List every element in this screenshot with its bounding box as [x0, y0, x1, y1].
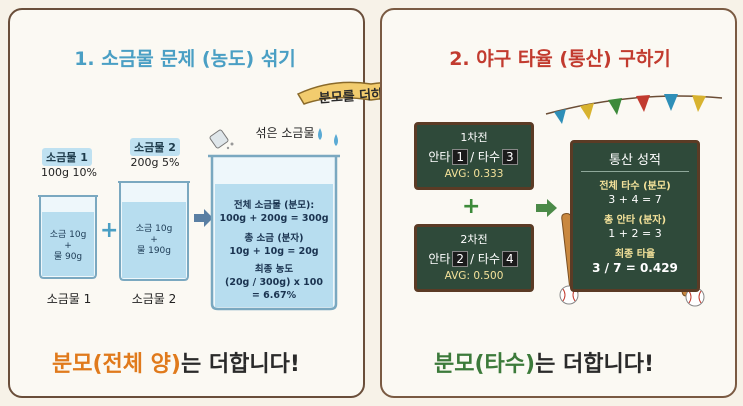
total-line-2: 3 + 4 = 7 [608, 193, 662, 206]
mixed-line-2: 100g + 200g = 300g [219, 213, 329, 224]
saltwater2-inside-2: + [150, 235, 158, 245]
game1-avg: AVG: 0.333 [444, 168, 504, 180]
game1-sep: / 타수 [470, 150, 501, 164]
arrow-right-icon [194, 209, 213, 227]
game1-hits: 1 [452, 149, 469, 165]
saltwater2-spec: 200g 5% [130, 156, 180, 169]
beaker-1 [38, 195, 98, 279]
total-title: 통산 성적 [581, 149, 689, 172]
mixed-line-4: 10g + 10g = 20g [229, 246, 319, 257]
mixed-line-6: (20g / 300g) x 100 [225, 277, 323, 288]
saltwater1-label: 소금물 1 [46, 292, 92, 306]
water-drops-icon [318, 128, 338, 146]
total-line-5: 최종 타율 [614, 249, 656, 260]
right-bottom-emphasis: 분모(타수) [434, 352, 536, 377]
mixed-label: 섞은 소금물 [255, 126, 315, 140]
saltwater1-inside-1: 소금 10g [49, 230, 87, 240]
total-board: 통산 성적 전체 타수 (분모) 3 + 4 = 7 총 안타 (분자) 1 +… [570, 140, 700, 292]
beaker-2 [118, 181, 190, 281]
saltwater1-spec: 100g 10% [41, 166, 97, 179]
mixed-line-7: = 6.67% [251, 290, 297, 301]
game2-hits-label: 안타 [428, 252, 451, 266]
mixed-line-1: 전체 소금물 (분모): [233, 200, 315, 211]
total-line-4: 1 + 2 = 3 [608, 227, 662, 240]
total-line-6: 3 / 7 = 0.429 [592, 261, 678, 275]
total-line-1: 전체 타수 (분모) [599, 181, 671, 192]
game2-hits: 2 [452, 251, 469, 267]
game1-hits-label: 안타 [428, 150, 451, 164]
plus-sign-right: + [462, 194, 481, 219]
salt-shaker-icon [209, 129, 234, 150]
saltwater2-label: 소금물 2 [131, 292, 177, 306]
game2-avg: AVG: 0.500 [444, 270, 504, 282]
saltwater2-inside-1: 소금 10g [135, 224, 173, 234]
saltwater1-inside-3: 물 90g [53, 252, 83, 262]
game2-title: 2차전 [460, 233, 488, 246]
left-bottom-text: 분모(전체 양)는 더합니다! [52, 346, 300, 378]
plus-sign-left: + [100, 218, 119, 243]
right-bottom-text: 분모(타수)는 더합니다! [434, 346, 654, 378]
game2-at-bats: 4 [502, 251, 518, 267]
right-bottom-rest: 는 더합니다! [535, 352, 654, 377]
game1-title: 1차전 [460, 131, 488, 144]
saltwater1-inside-2: + [64, 241, 72, 251]
game2-sep: / 타수 [470, 252, 501, 266]
saltwater1-tag: 소금물 1 [42, 148, 92, 166]
total-line-3: 총 안타 (분자) [603, 215, 667, 226]
left-title: 1. 소금물 문제 (농도) 섞기 [74, 48, 296, 70]
saltwater2-inside-3: 물 190g [136, 246, 172, 256]
left-bottom-rest: 는 더합니다! [180, 352, 300, 377]
right-title: 2. 야구 타율 (통산) 구하기 [449, 48, 671, 70]
game1-at-bats: 3 [502, 149, 518, 165]
mixed-line-5: 최종 농도 [254, 264, 294, 275]
saltwater2-tag: 소금물 2 [130, 138, 180, 156]
mixed-line-3: 총 소금 (분자) [244, 233, 304, 244]
left-bottom-emphasis: 분모(전체 양) [52, 352, 181, 377]
beaker-mixed [208, 154, 340, 311]
pennant-garland [545, 94, 723, 124]
arrow-right-icon-2 [536, 199, 557, 217]
